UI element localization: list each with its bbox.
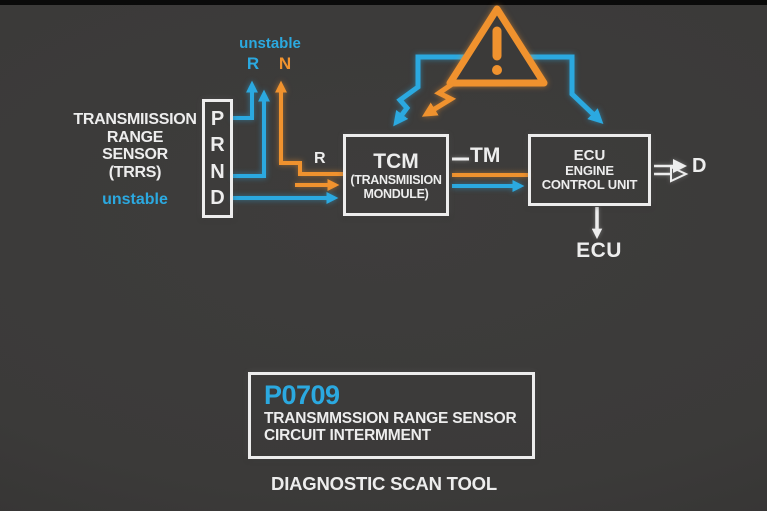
warning-triangle-icon [446, 5, 548, 87]
tcm-subtitle-line2: MONDULE) [363, 186, 429, 201]
dtc-description-line2: CIRCUIT INTERMMENT [264, 426, 431, 444]
ecu-output-label: ECU [576, 239, 622, 262]
diagnostic-scan-tool-label: DIAGNOSTIC SCAN TOOL [271, 473, 497, 494]
r-gear-label-top: R [246, 54, 260, 73]
dtc-code-box: P0709 TRANSMMSSION RANGE SENSOR CIRCUIT … [248, 372, 535, 459]
double-arrow-to-d-icon [654, 159, 689, 183]
dtc-description-line1: TRANSMMSSION RANGE SENSOR [264, 410, 517, 427]
ecu-line2: ENGINE [565, 162, 614, 178]
prnd-shifter-box: P R N D [202, 99, 233, 218]
trrs-label-line3: SENSOR [102, 146, 168, 163]
ecu-line3: CONTROL UNIT [541, 177, 638, 192]
trrs-label-line1: TRANSMIISSION [73, 111, 197, 128]
gear-p: P [210, 107, 225, 130]
tcm-subtitle-line1: (TRANSMIISION [350, 172, 442, 187]
trrs-label-line2: RANGE [106, 128, 164, 146]
d-output-label: D [692, 155, 707, 177]
trrs-label-line4: (TRRS) [108, 163, 162, 181]
gear-r: R [210, 134, 225, 157]
tm-label: TM [470, 144, 501, 167]
trrs-sensor-label: TRANSMIISSION RANGE SENSOR (TRRS) [60, 111, 210, 181]
unstable-label-left: unstable [102, 191, 168, 208]
tcm-input-r-label: R [314, 150, 326, 167]
fault-arrow-blue-right [520, 54, 604, 124]
ecu-box: ECU ENGINE CONTROL UNIT [528, 134, 651, 206]
tcm-box: TCM (TRANSMIISION MONDULE) [343, 134, 449, 216]
gear-n: N [210, 160, 225, 183]
gear-d: D [210, 187, 225, 210]
fault-arrow-blue-left [393, 54, 475, 127]
tcm-title: TCM [373, 149, 419, 173]
arrow-p-to-r [232, 80, 258, 120]
ecu-title: ECU [573, 146, 606, 164]
line-n-column-to-tcm [275, 80, 343, 176]
top-letterbox-strip [0, 0, 767, 5]
n-gear-label-top: N [278, 54, 292, 73]
dtc-code: P0709 [264, 380, 340, 410]
unstable-label-top: unstable [239, 35, 301, 52]
arrow-n-up [232, 89, 270, 178]
